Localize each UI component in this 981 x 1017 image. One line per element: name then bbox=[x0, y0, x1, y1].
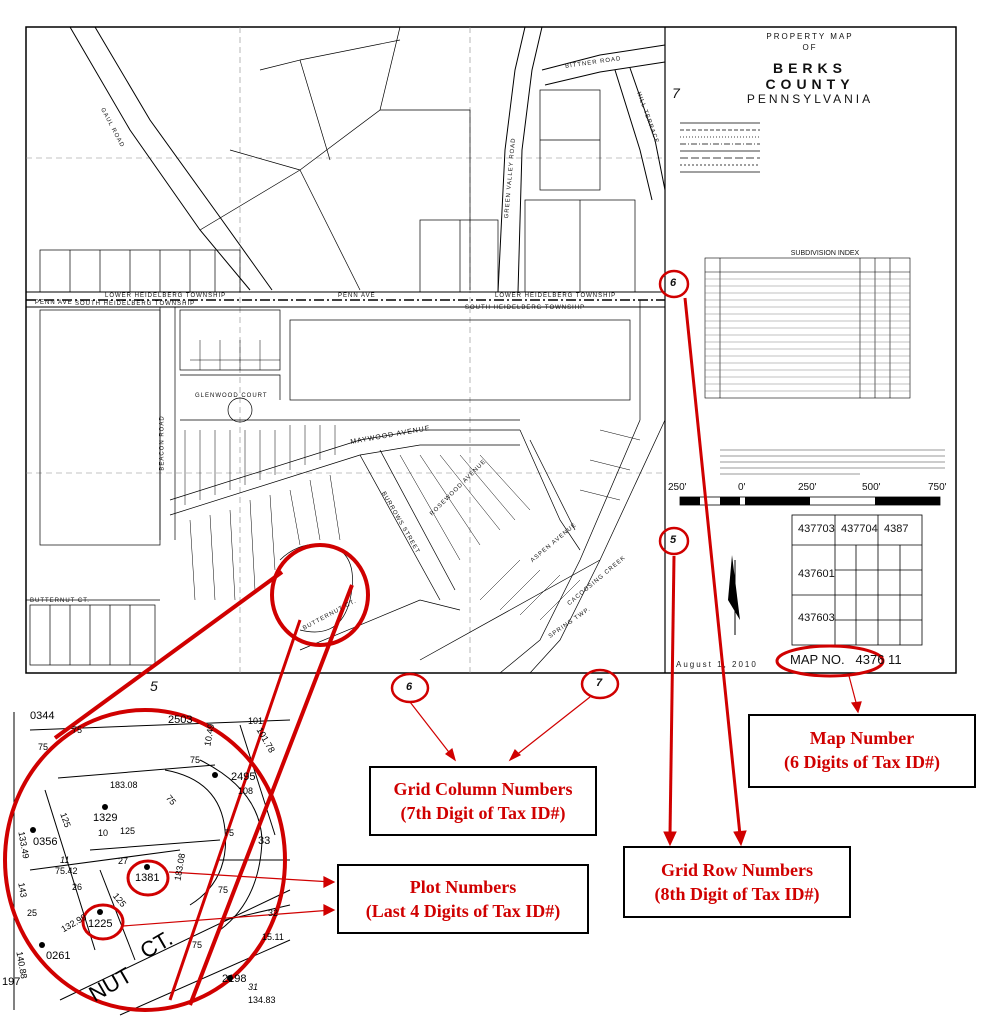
inset-plot-number: 1381 bbox=[135, 872, 160, 884]
inset-dimension: 75 bbox=[224, 828, 235, 838]
grid-col-mark-7: 7 bbox=[596, 677, 603, 689]
key-grid-cell: 437603 bbox=[798, 612, 835, 624]
callout-title: Grid Row Numbers bbox=[661, 860, 813, 880]
scale-label-3: 500' bbox=[862, 482, 881, 493]
callout-subtitle: (8th Digit of Tax ID#) bbox=[654, 884, 820, 904]
inset-dimension: 75 bbox=[218, 885, 229, 895]
inset-dimension: 31 bbox=[248, 982, 259, 992]
callout-grid-row: Grid Row Numbers (8th Digit of Tax ID#) bbox=[623, 846, 851, 918]
inset-dimension: 11 bbox=[60, 855, 70, 865]
callout-map-number: Map Number (6 Digits of Tax ID#) bbox=[748, 714, 976, 788]
key-grid-cell: 4387 bbox=[884, 523, 909, 535]
inset-plot-number: 0356 bbox=[33, 836, 58, 848]
callout-subtitle: (6 Digits of Tax ID#) bbox=[783, 752, 940, 772]
inset-dimension: 10 bbox=[98, 828, 109, 838]
inset-dimension: 25 bbox=[27, 908, 38, 918]
inset-dimension: 32 bbox=[268, 908, 279, 918]
street-penn-ave-left: PENN AVE bbox=[35, 300, 73, 306]
inset-plot-number: 2503 bbox=[168, 714, 193, 726]
callout-title: Map Number bbox=[809, 728, 915, 748]
callout-title: Grid Column Numbers bbox=[393, 779, 573, 799]
street-penn-ave-mid: PENN AVE bbox=[338, 293, 376, 299]
street-glenwood-court: GLENWOOD COURT bbox=[195, 393, 268, 399]
map-title-line2: OF bbox=[802, 43, 818, 52]
street-lower-heidelberg-left: LOWER HEIDELBERG TOWNSHIP bbox=[105, 293, 227, 299]
callout-subtitle: (Last 4 Digits of Tax ID#) bbox=[365, 901, 561, 921]
inset-dimension: 183.08 bbox=[110, 780, 138, 790]
inset-dimension: 75 bbox=[190, 755, 201, 765]
subdivision-index-title: SUBDIVISION INDEX bbox=[790, 250, 860, 257]
grid-row-mark-5: 5 bbox=[670, 534, 677, 546]
scale-label-0: 250' bbox=[668, 482, 687, 493]
county-name-line2: COUNTY bbox=[765, 76, 855, 92]
map-no-value: 4376 11 bbox=[855, 652, 902, 667]
callout-plot-numbers: Plot Numbers (Last 4 Digits of Tax ID#) bbox=[337, 864, 589, 934]
inset-dimension: 15.11 bbox=[262, 932, 284, 942]
inset-plot-number: 0261 bbox=[46, 950, 71, 962]
map-number-label: MAP NO. 4376 11 bbox=[790, 652, 910, 667]
corner-mark-5: 5 bbox=[150, 678, 158, 694]
scale-label-1: 0' bbox=[738, 482, 746, 493]
inset-dimension: 125 bbox=[120, 826, 136, 836]
inset-dimension: 108 bbox=[238, 786, 254, 796]
inset-dimension: 26 bbox=[72, 882, 83, 892]
street-butternut-ct: BUTTERNUT CT. bbox=[30, 598, 90, 604]
inset-dimension: 75.42 bbox=[55, 866, 78, 876]
inset-dimension: 101 bbox=[248, 716, 264, 726]
key-grid-cell: 437601 bbox=[798, 568, 835, 580]
map-title-block: PROPERTY MAP OF BERKS COUNTY PENNSYLVANI… bbox=[740, 32, 880, 106]
corner-mark-7: 7 bbox=[672, 85, 680, 101]
inset-plot-number: 0344 bbox=[30, 710, 55, 722]
inset-plot-number: 197 bbox=[2, 976, 21, 988]
inset-dimension: 75 bbox=[72, 725, 83, 735]
callout-grid-column: Grid Column Numbers (7th Digit of Tax ID… bbox=[369, 766, 597, 836]
state-name: PENNSYLVANIA bbox=[746, 92, 874, 106]
grid-col-mark-6: 6 bbox=[406, 681, 413, 693]
map-title-line1: PROPERTY MAP bbox=[766, 32, 854, 41]
map-no-caption: MAP NO. bbox=[790, 652, 845, 667]
inset-dimension: 134.83 bbox=[248, 995, 276, 1005]
callout-title: Plot Numbers bbox=[409, 877, 517, 897]
scale-label-2: 250' bbox=[798, 482, 817, 493]
street-south-heidelberg-right: SOUTH HEIDELBERG TOWNSHIP bbox=[465, 305, 586, 311]
inset-plot-number: 2198 bbox=[222, 973, 247, 985]
inset-plot-number: 1329 bbox=[93, 812, 118, 824]
inset-dimension: 33 bbox=[258, 835, 271, 847]
inset-plot-number: 1225 bbox=[88, 918, 113, 930]
scale-label-4: 750' bbox=[928, 482, 947, 493]
key-grid-cell: 437704 bbox=[841, 523, 878, 535]
street-south-heidelberg-left: SOUTH HEIDELBERG TOWNSHIP bbox=[75, 301, 196, 307]
inset-plot-number: 2495 bbox=[231, 771, 256, 783]
grid-row-mark-6: 6 bbox=[670, 277, 677, 289]
key-grid-cell: 437703 bbox=[798, 523, 835, 535]
inset-dimension: 75 bbox=[38, 742, 49, 752]
street-beacon-road: BEACON ROAD bbox=[159, 415, 166, 471]
inset-dimension: 75 bbox=[192, 940, 203, 950]
map-date: August 1, 2010 bbox=[676, 660, 758, 669]
street-lower-heidelberg-right: LOWER HEIDELBERG TOWNSHIP bbox=[495, 293, 617, 299]
county-name-line1: BERKS bbox=[772, 60, 847, 76]
inset-dimension: 27 bbox=[118, 856, 129, 866]
callout-subtitle: (7th Digit of Tax ID#) bbox=[400, 803, 566, 823]
